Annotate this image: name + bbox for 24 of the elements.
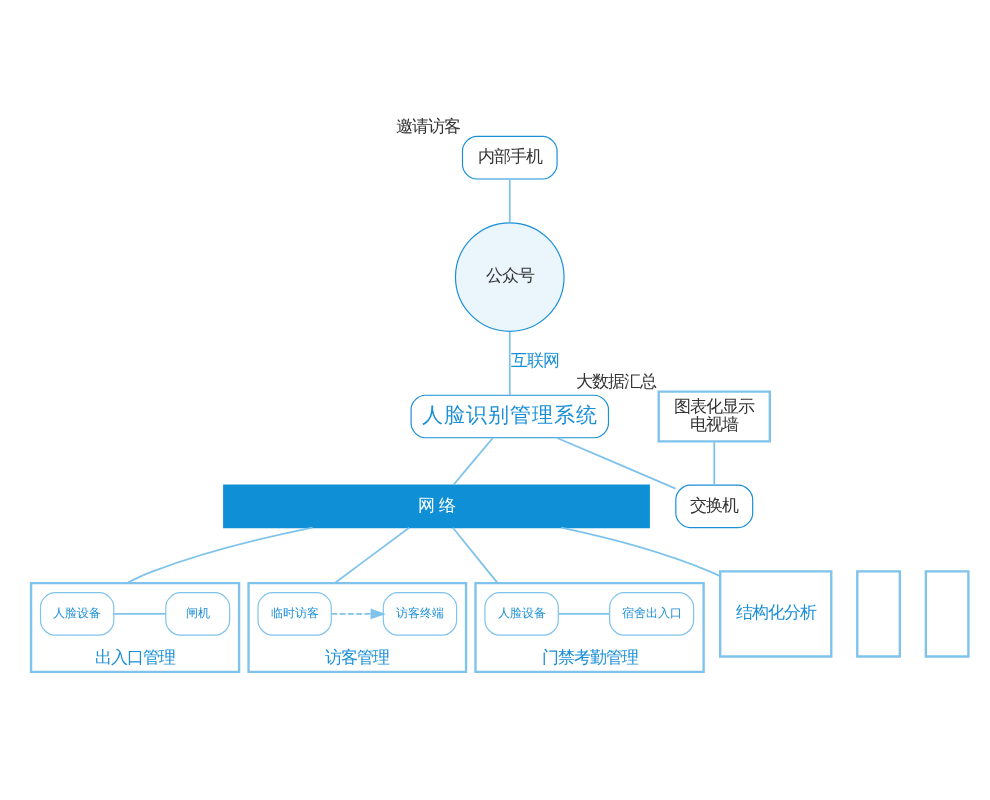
connector	[508, 178, 511, 224]
node-label: 邀请访客	[396, 115, 461, 136]
node-box	[856, 570, 901, 658]
connector	[713, 440, 716, 486]
connector	[508, 330, 511, 396]
connector	[113, 613, 167, 615]
node-box	[924, 570, 970, 658]
arrow	[330, 608, 386, 620]
connector	[125, 526, 314, 585]
connector	[560, 526, 721, 578]
node-box: 图表化显示 电视墙	[657, 390, 771, 443]
node-box: 结构化分析	[719, 570, 833, 658]
node-label: 大数据汇总	[576, 371, 657, 392]
connector	[452, 526, 499, 585]
connector	[452, 437, 494, 486]
connector	[557, 613, 611, 615]
edge-label: 互联网	[511, 349, 560, 370]
node-circle: 公众号	[454, 222, 565, 332]
node-box: 交换机	[675, 484, 754, 529]
node-box: 网 络	[223, 484, 650, 529]
connector	[333, 526, 411, 585]
node-box: 内部手机	[461, 135, 558, 180]
node-box: 人脸识别管理系统	[410, 394, 610, 439]
connector	[556, 437, 677, 490]
